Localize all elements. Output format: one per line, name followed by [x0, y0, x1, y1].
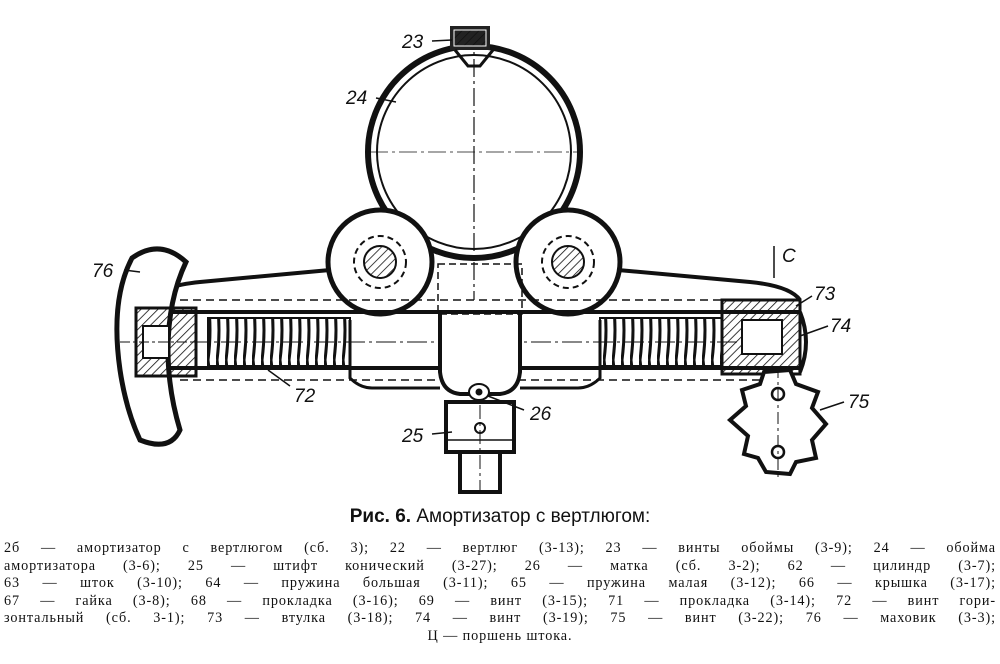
callout-25: 25	[401, 426, 424, 447]
legend-line: 63 — шток (3-10); 64 — пружина большая (…	[4, 575, 996, 592]
figure-caption: Рис. 6. Амортизатор с вертлюгом:	[0, 506, 1000, 528]
figure-number: Рис. 6.	[349, 506, 412, 527]
callout-72: 72	[294, 386, 316, 407]
callout-75: 75	[848, 392, 870, 413]
legend-line: 2б — амортизатор с вертлюгом (сб. 3); 22…	[4, 540, 996, 556]
callout-26: 26	[529, 404, 552, 425]
figure-title: Амортизатор с вертлюгом:	[416, 506, 651, 527]
callout-c: С	[782, 246, 796, 267]
callout-23: 23	[401, 32, 424, 53]
callout-73: 73	[814, 284, 836, 305]
legend-line: амортизатора (3-6); 25 — штифт конически…	[4, 557, 996, 574]
right-end-cap	[720, 298, 808, 376]
horizontal-screw	[190, 317, 760, 367]
lock-knob	[726, 366, 829, 478]
legend-line: 67 — гайка (3-8); 68 — прокладка (3-16);…	[4, 592, 996, 609]
legend-line: Ц — поршень штока.	[427, 627, 573, 644]
callout-74: 74	[830, 316, 851, 337]
legend-line: зонтальный (сб. 3-1); 73 — втулка (3-18)…	[4, 610, 996, 627]
clamp-lugs	[325, 207, 623, 317]
callout-labels: 23 24 76 72 25 26 С 73 74 75	[92, 32, 870, 447]
callout-76: 76	[92, 261, 114, 282]
handwheel	[114, 246, 210, 447]
clamp-screws	[450, 26, 495, 68]
swivel-nut	[437, 263, 523, 401]
parts-legend: 2б — амортизатор с вертлюгом (сб. 3); 22…	[4, 540, 996, 646]
swivel-stem	[444, 400, 516, 494]
callout-24: 24	[345, 88, 367, 109]
technical-drawing: 23 24 76 72 25 26 С 73 74 75	[92, 26, 870, 494]
leader-lines	[123, 39, 845, 435]
